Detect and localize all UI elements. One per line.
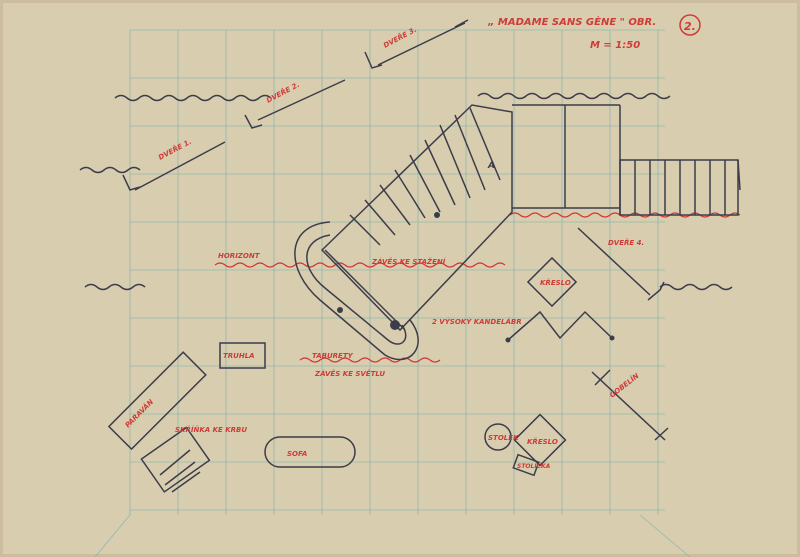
wing-left-3 [84,283,146,291]
door-4 [577,227,665,301]
wing-top-left [114,94,272,102]
cabinet-grid [140,426,211,493]
grid [129,29,665,515]
label-chair: STOLEK [488,434,519,442]
gobelin-item [591,369,669,441]
perspective-line-left [94,514,131,557]
stair-mark: A [487,161,495,171]
drawing-scale: M = 1:50 [590,40,640,51]
wing-left-2 [79,166,141,174]
wing-right-3 [659,283,733,291]
footstool-box [512,453,540,477]
curved-rail [294,221,419,361]
zigzag-screen [507,310,613,341]
screen-rect [107,351,207,451]
label-stools: TABURETY [312,352,354,360]
armchair-diamond [526,256,578,308]
screen-node-1 [505,337,511,343]
screen-node-2 [609,335,615,341]
curved-rail-inner [306,234,407,345]
label-footstool: STOLIČKA [517,463,551,470]
door-2 [244,79,346,129]
wing-top-right [477,92,671,100]
label-sofa: SOFA [287,450,307,458]
small-table-round [484,423,512,451]
door-3 [364,19,469,69]
perspective-line-right [639,514,691,557]
drawing-title: „ MADAME SANS GÈNE " OBR. [487,14,656,28]
label-curtain-top: ZÁVĚS KE STAŽENÍ [371,257,447,266]
label-lamps: 2 VÝSOKÝ KANDELÁBR [432,317,522,326]
curtain-line-lower [299,357,441,363]
door-1 [122,141,226,191]
label-cabinet: SKŘÍŇKA KE KRBU [175,425,247,434]
label-armchair: KŘESLO [540,278,571,287]
figure-number: 2. [684,20,696,33]
label-table: TRUHLA [223,352,255,360]
staircase-main [320,104,621,332]
label-horizon: HORIZONT [218,252,261,260]
horizon-line [214,262,506,268]
table-rect [219,342,266,369]
figure-circle [679,14,701,36]
label-curtain-bottom: ZÁVĚS KE SVĚTLU [314,369,385,378]
right-stairs [619,159,741,216]
label-chest: KŘESLO [527,437,558,446]
chest-diamond [513,413,567,467]
label-door-4: DVEŘE 4. [608,238,644,247]
sofa-shape [264,436,356,468]
